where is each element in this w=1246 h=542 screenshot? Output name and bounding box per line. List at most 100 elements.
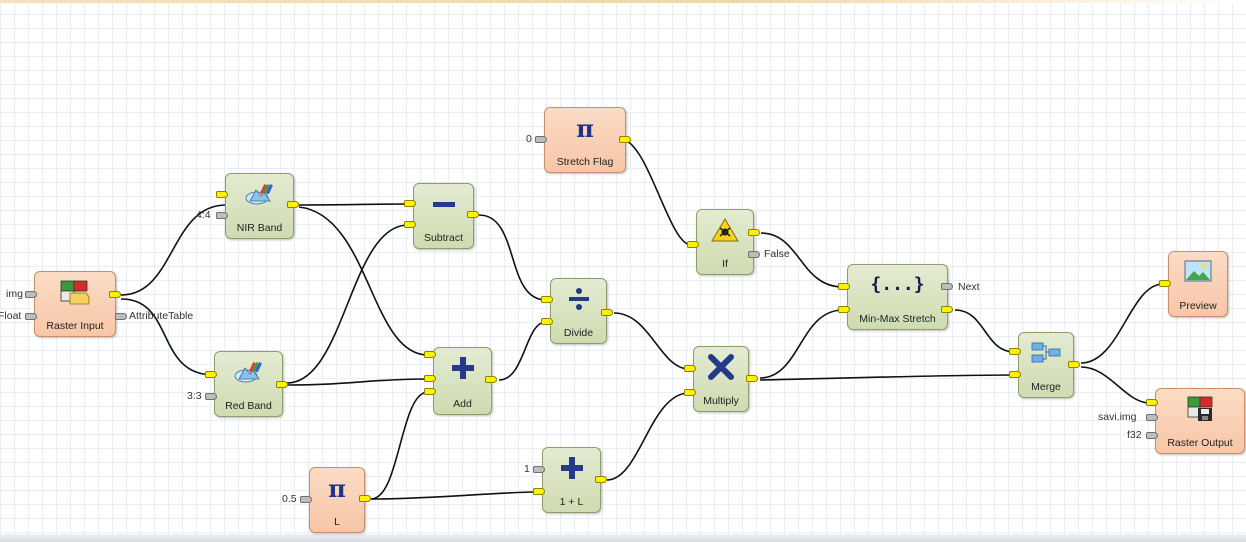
l-in-label: 0.5 bbox=[282, 493, 297, 505]
raster-input-node[interactable]: Raster Input bbox=[34, 271, 116, 337]
stretch-flag-node[interactable]: π Stretch Flag bbox=[544, 107, 626, 173]
wire-if-minmax bbox=[760, 232, 844, 288]
nir-band-in-port-top[interactable] bbox=[216, 191, 228, 198]
if-in-port[interactable] bbox=[687, 241, 699, 248]
raster-output-node[interactable]: Raster Output bbox=[1155, 388, 1245, 454]
stretch-flag-in-port[interactable] bbox=[535, 136, 547, 143]
wire-l-oneplusl bbox=[370, 491, 538, 500]
red-band-node[interactable]: Red Band bbox=[214, 351, 283, 417]
nir-band-node[interactable]: NIR Band bbox=[225, 173, 294, 239]
wire-subtract-divide bbox=[478, 214, 547, 301]
minmax-out-port-next[interactable] bbox=[941, 283, 953, 290]
plus-icon bbox=[434, 354, 491, 382]
l-out-port[interactable] bbox=[359, 495, 371, 502]
if-out-port-2[interactable] bbox=[748, 251, 760, 258]
subtract-node[interactable]: Subtract bbox=[413, 183, 474, 249]
minmax-out-label-next: Next bbox=[958, 281, 980, 293]
band-extract-icon bbox=[226, 180, 293, 208]
subtract-out-port[interactable] bbox=[467, 211, 479, 218]
multiply-icon bbox=[694, 353, 748, 381]
wire-nir-subtract bbox=[298, 203, 409, 206]
merge-in-port-1[interactable] bbox=[1009, 348, 1021, 355]
stretch-flag-out-port[interactable] bbox=[619, 136, 631, 143]
red-band-in-port[interactable] bbox=[205, 393, 217, 400]
nir-band-in-port[interactable] bbox=[216, 212, 228, 219]
merge-label: Merge bbox=[1031, 381, 1061, 393]
if-node[interactable]: If bbox=[696, 209, 754, 275]
save-raster-icon bbox=[1156, 395, 1244, 423]
raster-input-out-port-2[interactable] bbox=[115, 313, 127, 320]
if-label: If bbox=[722, 258, 728, 270]
plus-icon bbox=[543, 454, 600, 482]
raster-output-in-label-3: f32 bbox=[1127, 429, 1142, 441]
minus-icon bbox=[414, 190, 473, 218]
constant-pi-icon: π bbox=[328, 473, 346, 503]
wire-add-divide bbox=[498, 321, 547, 381]
red-band-in-port-top[interactable] bbox=[205, 371, 217, 378]
one-plus-l-label: 1 + L bbox=[559, 496, 584, 508]
merge-in-port-2[interactable] bbox=[1009, 371, 1021, 378]
raster-output-in-label-2: savi.img bbox=[1098, 411, 1137, 423]
nir-band-out-port[interactable] bbox=[287, 201, 299, 208]
raster-output-in-port-3[interactable] bbox=[1146, 432, 1158, 439]
minmax-out-port[interactable] bbox=[941, 306, 953, 313]
raster-output-in-port-1[interactable] bbox=[1146, 399, 1158, 406]
wire-raster-input-red bbox=[120, 298, 215, 376]
raster-input-in-label-1: img bbox=[6, 288, 23, 300]
raster-input-out-label-2: AttributeTable bbox=[129, 310, 194, 322]
subtract-label: Subtract bbox=[423, 232, 464, 244]
add-label: Add bbox=[453, 398, 472, 410]
minmax-in-port-2[interactable] bbox=[838, 306, 850, 313]
add-out-port[interactable] bbox=[485, 376, 497, 383]
subtract-in-port-1[interactable] bbox=[404, 200, 416, 207]
raster-input-in-port-2[interactable] bbox=[25, 313, 37, 320]
raster-input-in-port-1[interactable] bbox=[25, 291, 37, 298]
add-node[interactable]: Add bbox=[433, 347, 492, 415]
divide-icon bbox=[551, 285, 606, 313]
wire-red-add bbox=[286, 378, 429, 386]
red-band-out-port[interactable] bbox=[276, 381, 288, 388]
one-plus-l-in-port-2[interactable] bbox=[533, 488, 545, 495]
if-out-port-1[interactable] bbox=[748, 229, 760, 236]
raster-icon bbox=[35, 278, 115, 306]
one-plus-l-out-port[interactable] bbox=[595, 476, 607, 483]
raster-output-in-port-2[interactable] bbox=[1146, 414, 1158, 421]
preview-label: Preview bbox=[1179, 300, 1217, 312]
merge-icon bbox=[1019, 339, 1073, 367]
multiply-in-port-2[interactable] bbox=[684, 389, 696, 396]
preview-in-port[interactable] bbox=[1159, 280, 1171, 287]
minmax-in-port-1[interactable] bbox=[838, 283, 850, 290]
stretch-flag-label: Stretch Flag bbox=[556, 156, 614, 168]
divide-in-port-2[interactable] bbox=[541, 318, 553, 325]
wire-l-add bbox=[370, 391, 429, 500]
divide-in-port-1[interactable] bbox=[541, 296, 553, 303]
divide-label: Divide bbox=[563, 327, 594, 339]
constant-pi-icon: π bbox=[576, 113, 594, 143]
divide-out-port[interactable] bbox=[601, 309, 613, 316]
divide-node[interactable]: Divide bbox=[550, 278, 607, 344]
wire-stretchflag-if bbox=[624, 139, 692, 246]
l-in-port[interactable] bbox=[300, 496, 312, 503]
multiply-node[interactable]: Multiply bbox=[693, 346, 749, 412]
multiply-in-port-1[interactable] bbox=[684, 365, 696, 372]
raster-input-out-port-1[interactable] bbox=[109, 291, 121, 298]
merge-out-port[interactable] bbox=[1068, 361, 1080, 368]
preview-node[interactable]: Preview bbox=[1168, 251, 1228, 317]
l-label: L bbox=[334, 516, 340, 528]
one-plus-l-node[interactable]: 1 + L bbox=[542, 447, 601, 513]
multiply-out-port[interactable] bbox=[746, 375, 758, 382]
wire-multiply-minmax bbox=[759, 309, 844, 379]
minmax-stretch-node[interactable]: {...} Min-Max Stretch bbox=[847, 264, 948, 330]
add-in-port-2[interactable] bbox=[424, 375, 436, 382]
add-in-port-1[interactable] bbox=[424, 351, 436, 358]
stretch-flag-in-label: 0 bbox=[526, 133, 532, 145]
one-plus-l-in-port-1[interactable] bbox=[533, 466, 545, 473]
l-node[interactable]: π L bbox=[309, 467, 365, 533]
merge-node[interactable]: Merge bbox=[1018, 332, 1074, 398]
wire-nir-add bbox=[298, 206, 429, 356]
band-extract-icon bbox=[215, 358, 282, 386]
subtract-in-port-2[interactable] bbox=[404, 221, 416, 228]
wire-red-subtract bbox=[286, 224, 409, 384]
add-in-port-3[interactable] bbox=[424, 388, 436, 395]
